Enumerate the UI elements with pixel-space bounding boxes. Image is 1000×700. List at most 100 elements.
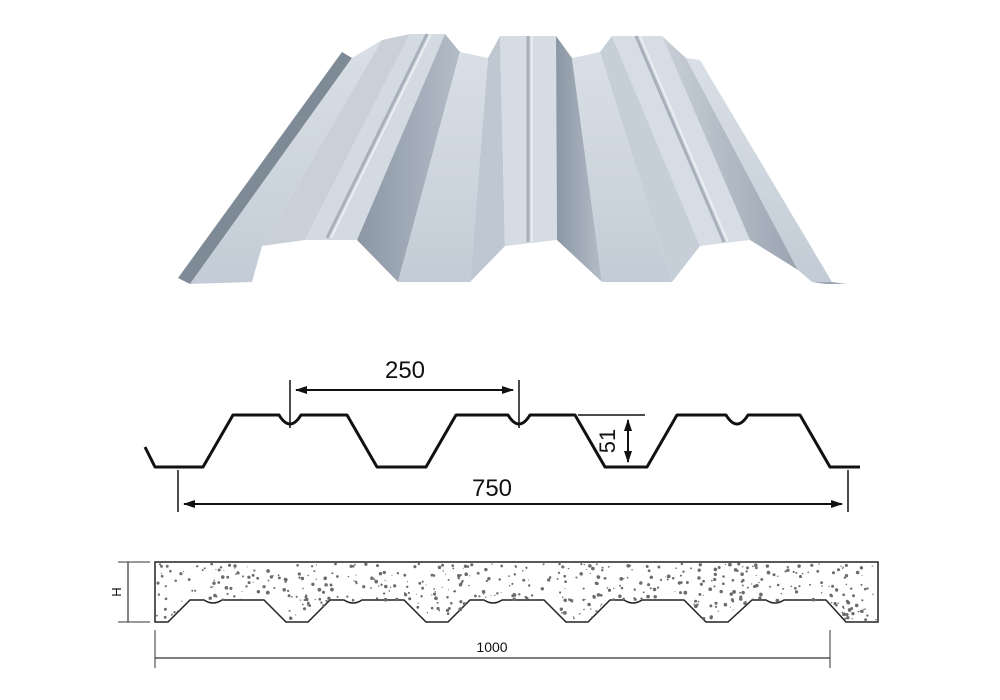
aggregate-speck <box>164 585 167 588</box>
aggregate-speck <box>236 571 240 575</box>
aggregate-speck <box>389 586 392 588</box>
aggregate-speck <box>302 607 307 611</box>
aggregate-speck <box>606 587 609 589</box>
aggregate-speck <box>852 594 855 598</box>
aggregate-speck <box>755 583 759 588</box>
aggregate-speck <box>522 578 526 582</box>
aggregate-speck <box>755 574 757 577</box>
aggregate-speck <box>156 614 158 617</box>
concrete-aggregate <box>156 562 877 622</box>
aggregate-speck <box>713 577 717 582</box>
aggregate-speck <box>721 582 725 586</box>
aggregate-speck <box>741 584 744 587</box>
aggregate-speck <box>633 597 636 600</box>
aggregate-speck <box>811 597 816 602</box>
aggregate-speck <box>623 578 625 580</box>
aggregate-speck <box>284 580 287 583</box>
aggregate-speck <box>295 595 298 598</box>
aggregate-speck <box>317 587 322 592</box>
aggregate-speck <box>821 585 823 587</box>
aggregate-speck <box>758 581 760 584</box>
aggregate-speck <box>717 610 720 612</box>
aggregate-speck <box>194 589 197 592</box>
aggregate-speck <box>430 573 434 577</box>
aggregate-speck <box>201 569 204 572</box>
aggregate-speck <box>724 563 727 566</box>
aggregate-speck <box>807 571 810 574</box>
aggregate-speck <box>777 575 779 577</box>
aggregate-speck <box>702 616 706 620</box>
aggregate-speck <box>844 574 849 578</box>
aggregate-speck <box>321 590 326 594</box>
aggregate-speck <box>591 566 595 571</box>
aggregate-speck <box>485 596 487 598</box>
aggregate-speck <box>640 597 643 600</box>
aggregate-speck <box>751 583 753 585</box>
aggregate-speck <box>434 591 436 593</box>
aggregate-speck <box>517 593 520 595</box>
aggregate-speck <box>694 599 698 603</box>
aggregate-speck <box>601 566 604 569</box>
aggregate-speck <box>646 594 650 599</box>
aggregate-speck <box>855 570 860 575</box>
aggregate-speck <box>500 564 504 568</box>
aggregate-speck <box>846 616 850 620</box>
aggregate-speck <box>559 607 563 611</box>
aggregate-speck <box>685 581 689 584</box>
aggregate-speck <box>841 567 844 569</box>
aggregate-speck <box>564 580 567 584</box>
aggregate-speck <box>575 576 578 579</box>
aggregate-speck <box>666 574 671 579</box>
aggregate-speck <box>468 575 471 577</box>
aggregate-speck <box>420 595 423 598</box>
aggregate-speck <box>872 593 874 595</box>
aggregate-speck <box>780 592 783 595</box>
aggregate-speck <box>301 603 304 606</box>
aggregate-speck <box>653 595 657 599</box>
aggregate-speck <box>675 567 677 569</box>
aggregate-speck <box>458 607 463 612</box>
deck-rib-2-left-web <box>470 36 505 282</box>
aggregate-speck <box>430 606 434 610</box>
aggregate-speck <box>810 563 814 567</box>
aggregate-speck <box>203 567 206 570</box>
aggregate-speck <box>210 562 214 566</box>
aggregate-speck <box>717 566 721 569</box>
aggregate-speck <box>759 592 763 597</box>
aggregate-speck <box>496 592 499 595</box>
aggregate-speck <box>364 562 368 566</box>
aggregate-speck <box>352 565 355 568</box>
aggregate-speck <box>642 591 645 594</box>
aggregate-speck <box>415 593 417 595</box>
aggregate-speck <box>393 584 397 588</box>
aggregate-speck <box>861 574 863 576</box>
deck-rib-1-left-web <box>262 34 410 246</box>
aggregate-speck <box>283 577 288 582</box>
aggregate-speck <box>290 596 293 598</box>
aggregate-speck <box>474 594 477 598</box>
aggregate-speck <box>708 587 713 592</box>
aggregate-speck <box>639 581 643 585</box>
aggregate-speck <box>324 583 328 587</box>
aggregate-speck <box>210 586 213 589</box>
deck-rib-2-right-web <box>556 36 602 282</box>
aggregate-speck <box>530 594 534 597</box>
aggregate-speck <box>795 571 798 574</box>
aggregate-speck <box>547 578 551 582</box>
aggregate-speck <box>311 582 315 587</box>
aggregate-speck <box>573 617 575 620</box>
aggregate-speck <box>306 601 310 605</box>
aggregate-speck <box>383 597 388 602</box>
aggregate-speck <box>233 564 237 568</box>
aggregate-speck <box>732 609 734 611</box>
aggregate-speck <box>697 600 700 603</box>
deck-stiffener-lines <box>325 33 726 243</box>
aggregate-speck <box>297 572 301 576</box>
aggregate-speck <box>417 562 421 566</box>
aggregate-speck <box>656 586 660 589</box>
aggregate-speck <box>252 581 254 583</box>
aggregate-speck <box>266 569 270 573</box>
aggregate-speck <box>626 576 629 579</box>
aggregate-speck <box>557 571 561 574</box>
aggregate-speck <box>742 566 744 568</box>
